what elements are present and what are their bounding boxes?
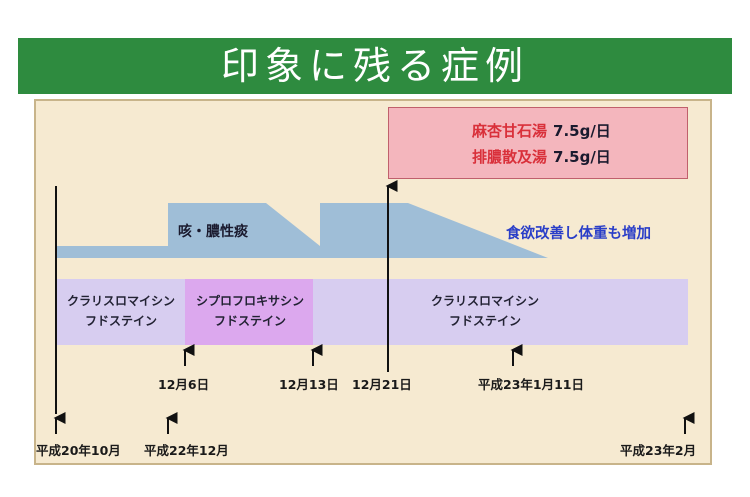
event-label-dec6: 12月6日 (158, 377, 210, 392)
outcome-label: 食欲改善し体重も増加 (506, 226, 651, 242)
herb-name: 排膿散及湯 (472, 148, 548, 166)
herb-prescription-box (388, 107, 688, 179)
herb-line-1: 麻杏甘石湯 7.5g/日 (472, 120, 611, 141)
herb-dose: 7.5g/日 (553, 148, 611, 166)
herb-dose: 7.5g/日 (553, 122, 611, 140)
drug-label-second: シプロフロキサシン フドステイン (195, 294, 304, 328)
herb-line-2: 排膿散及湯 7.5g/日 (472, 146, 611, 167)
slide-title: 印象に残る症例 (220, 44, 529, 88)
drug-band (56, 279, 688, 345)
drug-label-third: クラリスロマイシン フドステイン (430, 294, 539, 328)
drug-label-first: クラリスロマイシン フドステイン (66, 294, 175, 328)
event-label-dec21: 12月21日 (352, 377, 412, 392)
herb-name: 麻杏甘石湯 (472, 122, 548, 140)
drug-band-highlight (185, 279, 313, 345)
timeline-label-end: 平成23年2月 (620, 443, 697, 458)
timeline-label-mid: 平成22年12月 (144, 443, 229, 458)
symptom-area-before (56, 203, 320, 258)
symptom-label: 咳・膿性痰 (178, 224, 248, 240)
symptom-area-after (320, 203, 548, 258)
title-bar: 印象に残る症例 (18, 38, 732, 94)
event-label-dec13: 12月13日 (279, 377, 339, 392)
event-label-jan11: 平成23年1月11日 (478, 377, 584, 392)
timeline-label-start: 平成20年10月 (36, 443, 121, 458)
